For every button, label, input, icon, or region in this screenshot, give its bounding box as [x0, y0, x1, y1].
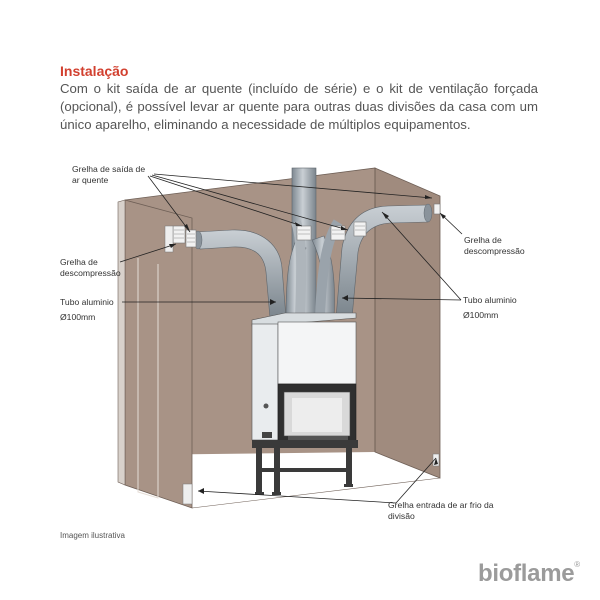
cold-air-inlet-grille-left: [182, 483, 193, 505]
section-title: Instalação: [60, 63, 129, 79]
section-description: Com o kit saída de ar quente (incluído d…: [60, 81, 538, 132]
stove-stand: [252, 440, 358, 495]
decompression-grille-left: [164, 225, 174, 253]
stove-body: [251, 323, 279, 441]
brand-logo: bioflame®: [478, 560, 580, 587]
image-caption: Imagem ilustrativa: [60, 531, 125, 540]
